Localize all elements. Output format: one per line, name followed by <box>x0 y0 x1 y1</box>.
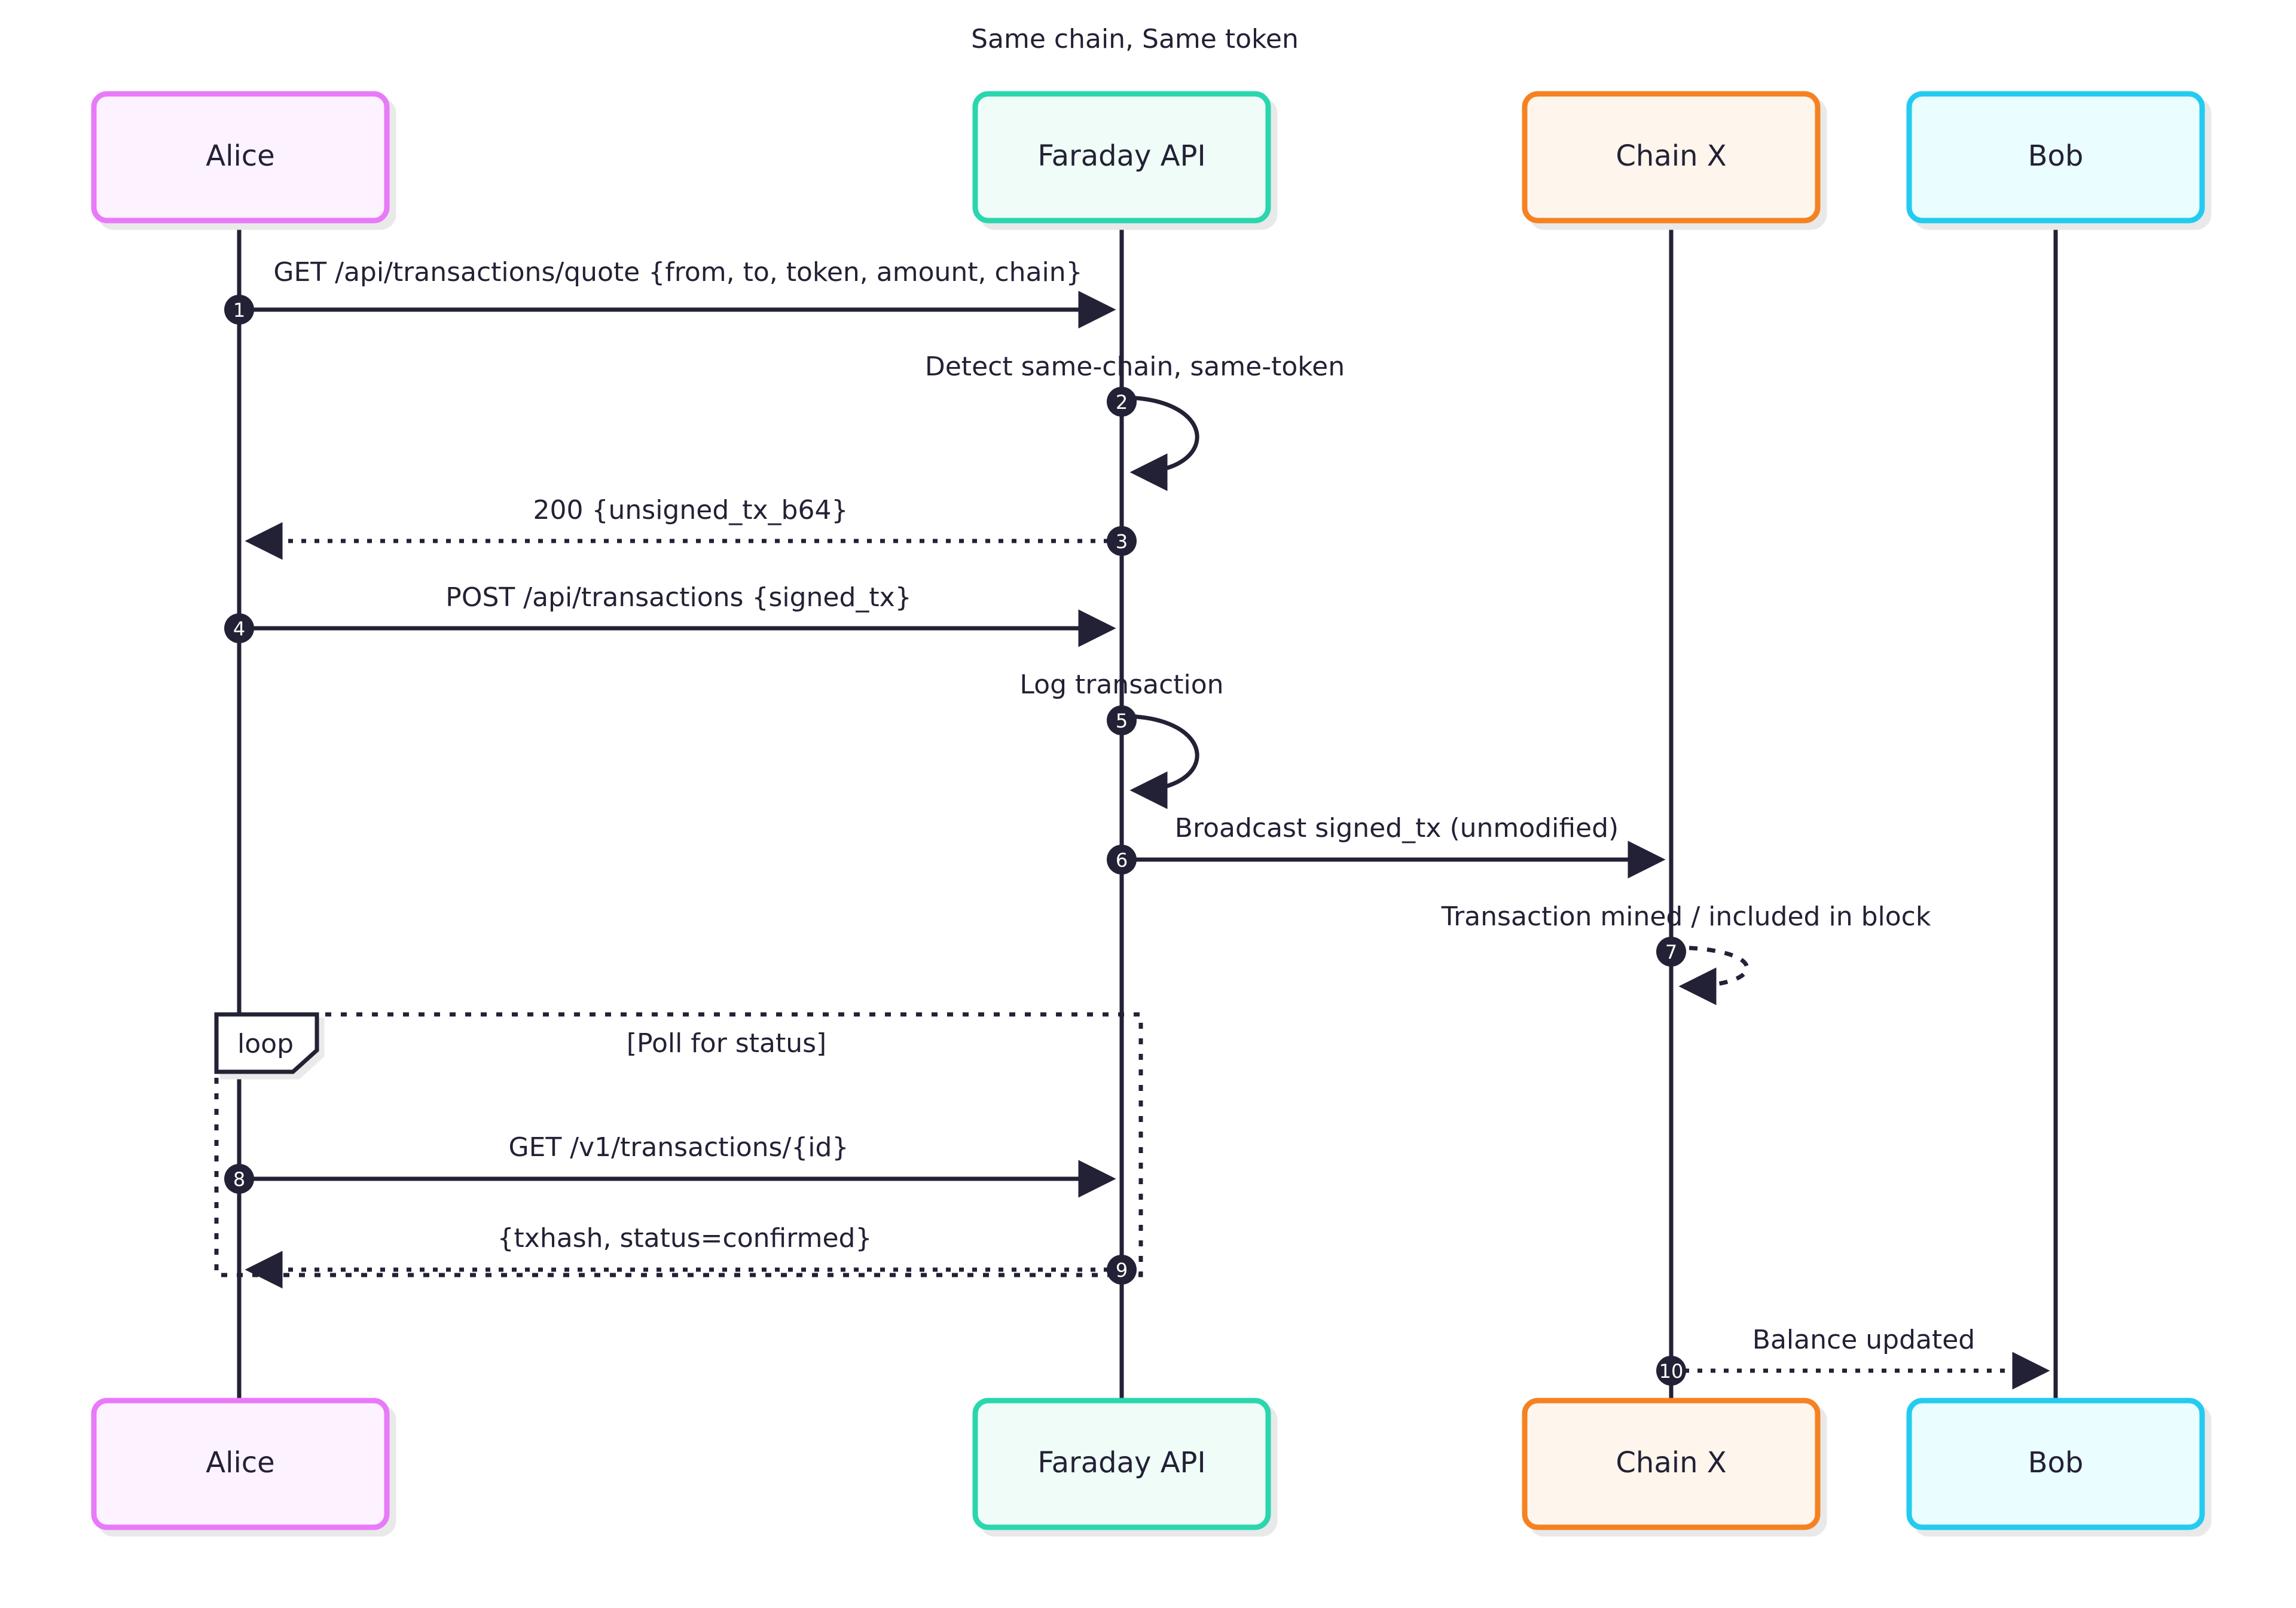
message-3: 200 {unsigned_tx_b64} 3 <box>245 495 1137 560</box>
actor-box-bob-top[interactable] <box>1906 91 2205 224</box>
message-5-badge <box>1107 705 1137 735</box>
message-3-seq: 3 <box>1116 530 1128 553</box>
message-9-label: {txhash, status=confirmed} <box>497 1223 872 1254</box>
message-8: GET /v1/transactions/{id} 8 <box>224 1132 1116 1198</box>
message-9-seq: 9 <box>1116 1259 1128 1282</box>
lifelines <box>237 221 2058 1401</box>
actor-box-bob-bottom[interactable] <box>1906 1398 2205 1530</box>
message-1-label: GET /api/transactions/quote {from, to, t… <box>273 257 1082 288</box>
message-8-seq: 8 <box>233 1168 245 1191</box>
message-1-badge <box>224 295 254 325</box>
message-3-label: 200 {unsigned_tx_b64} <box>533 495 848 525</box>
message-7-label: Transaction mined / included in block <box>1441 901 1931 932</box>
loop-title-label: [Poll for status] <box>627 1028 826 1059</box>
actor-box-faraday-bottom[interactable] <box>972 1398 1271 1530</box>
message-2-label: Detect same-chain, same-token <box>925 351 1345 382</box>
actor-box-chainx-top[interactable] <box>1522 91 1821 224</box>
message-8-label: GET /v1/transactions/{id} <box>509 1132 849 1163</box>
message-5-label: Log transaction <box>1019 670 1223 700</box>
message-2-selfloop-arrow <box>1121 395 1199 491</box>
message-10: Balance updated 10 <box>1656 1325 2050 1390</box>
message-7-seq: 7 <box>1665 941 1677 964</box>
message-4: POST /api/transactions {signed_tx} 4 <box>224 582 1116 647</box>
actor-boxes-top: Alice Faraday API Chain X Bob <box>91 91 2205 224</box>
message-10-label: Balance updated <box>1752 1325 1975 1355</box>
fragment-loop: loop [Poll for status] <box>214 1012 1143 1277</box>
actor-boxes-bottom: Alice Faraday API Chain X Bob <box>91 1398 2205 1530</box>
message-7-badge <box>1656 937 1686 967</box>
message-4-seq: 4 <box>233 617 245 640</box>
actor-label-chainx-top: Chain X <box>1616 139 1726 173</box>
message-6-label: Broadcast signed_tx (unmodified) <box>1175 813 1619 843</box>
message-9: {txhash, status=confirmed} 9 <box>245 1223 1137 1289</box>
message-6: Broadcast signed_tx (unmodified) 6 <box>1107 813 1666 879</box>
diagram-title: Same chain, Same token <box>971 24 1299 54</box>
message-2-badge <box>1107 387 1137 417</box>
actor-label-faraday-bottom: Faraday API <box>1037 1446 1205 1479</box>
message-1-seq: 1 <box>233 299 245 322</box>
actor-label-bob-top: Bob <box>2028 139 2084 173</box>
actor-box-alice-top[interactable] <box>91 91 390 224</box>
message-1: GET /api/transactions/quote {from, to, t… <box>224 257 1116 329</box>
message-4-badge <box>224 613 254 643</box>
actor-label-bob-bottom: Bob <box>2028 1446 2084 1479</box>
message-2: Detect same-chain, same-token 2 <box>925 351 1345 491</box>
loop-frame <box>214 1012 1143 1277</box>
message-8-badge <box>224 1164 254 1194</box>
message-6-seq: 6 <box>1116 849 1128 872</box>
loop-keyword-label: loop <box>237 1029 294 1059</box>
message-10-seq: 10 <box>1659 1360 1684 1383</box>
actor-label-faraday-top: Faraday API <box>1037 139 1205 173</box>
message-3-badge <box>1107 526 1137 556</box>
message-5: Log transaction 5 <box>1019 670 1224 809</box>
message-2-seq: 2 <box>1116 391 1128 414</box>
message-5-selfloop-arrow <box>1121 714 1199 809</box>
message-5-seq: 5 <box>1116 710 1128 732</box>
message-6-badge <box>1107 845 1137 875</box>
message-4-label: POST /api/transactions {signed_tx} <box>445 582 911 613</box>
actor-label-alice-top: Alice <box>206 139 274 173</box>
actor-box-chainx-bottom[interactable] <box>1522 1398 1821 1530</box>
message-10-badge <box>1656 1356 1686 1386</box>
message-7: Transaction mined / included in block 7 <box>1441 901 1931 1005</box>
actor-box-alice-bottom[interactable] <box>91 1398 390 1530</box>
actor-label-chainx-bottom: Chain X <box>1616 1446 1726 1479</box>
actor-box-faraday-top[interactable] <box>972 91 1271 224</box>
loop-keyword-box <box>214 1012 319 1074</box>
actor-label-alice-bottom: Alice <box>206 1446 274 1479</box>
message-9-badge <box>1107 1255 1137 1285</box>
